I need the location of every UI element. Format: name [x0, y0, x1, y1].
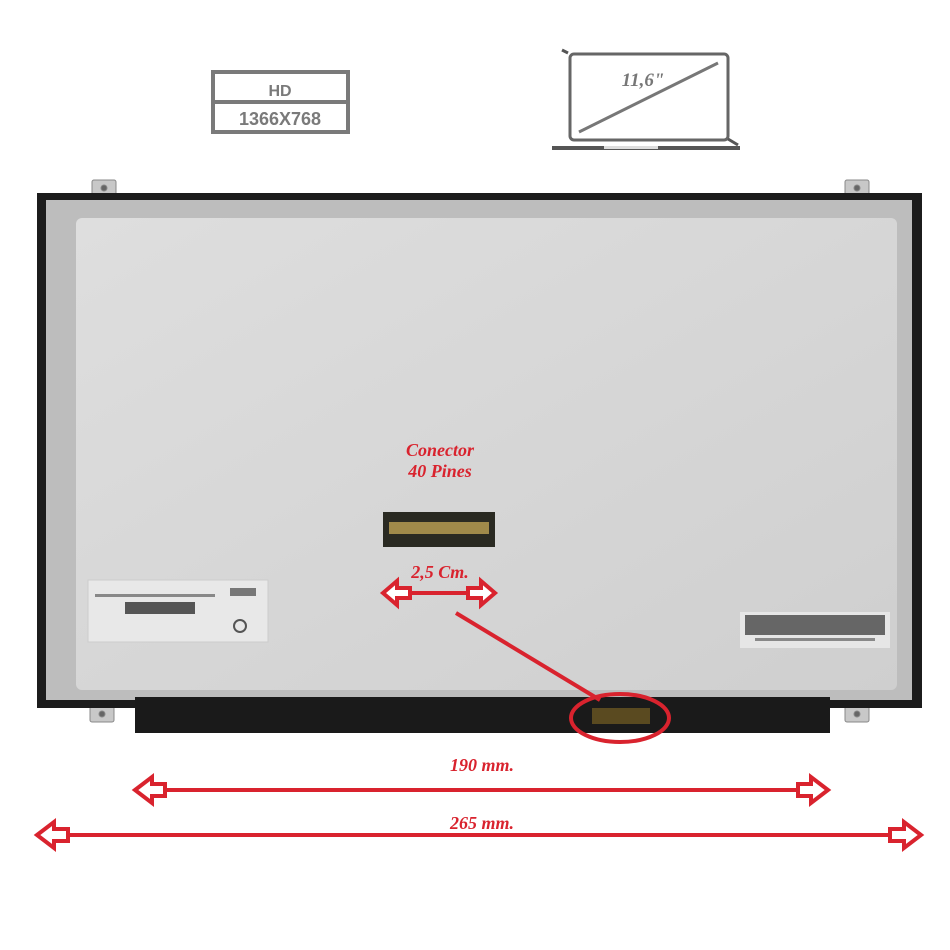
resolution-label: 1366X768 [239, 109, 321, 129]
connector-title: Conector [406, 440, 475, 460]
inner-width-arrow [131, 772, 832, 808]
screen-size-label: 11,6" [622, 70, 665, 91]
inner-width-label: 190 mm. [450, 755, 514, 775]
connector-width-label: 2,5 Cm. [410, 562, 469, 582]
barcode-label-right [740, 612, 890, 648]
panel-back [76, 218, 897, 690]
laptop-icon: 11,6" [552, 48, 740, 150]
connector-pointer [454, 611, 671, 744]
resolution-spec-box: HD 1366X768 [211, 70, 350, 134]
connector-width-arrow [379, 576, 499, 610]
bottom-pcb-strip [135, 697, 830, 733]
hd-label: HD [268, 83, 291, 100]
outer-width-label: 265 mm. [449, 813, 514, 833]
connector-pins: 40 Pines [407, 461, 472, 481]
panel-label-left [87, 579, 269, 643]
outer-width-arrow [33, 817, 925, 853]
connector-closeup [383, 512, 495, 547]
